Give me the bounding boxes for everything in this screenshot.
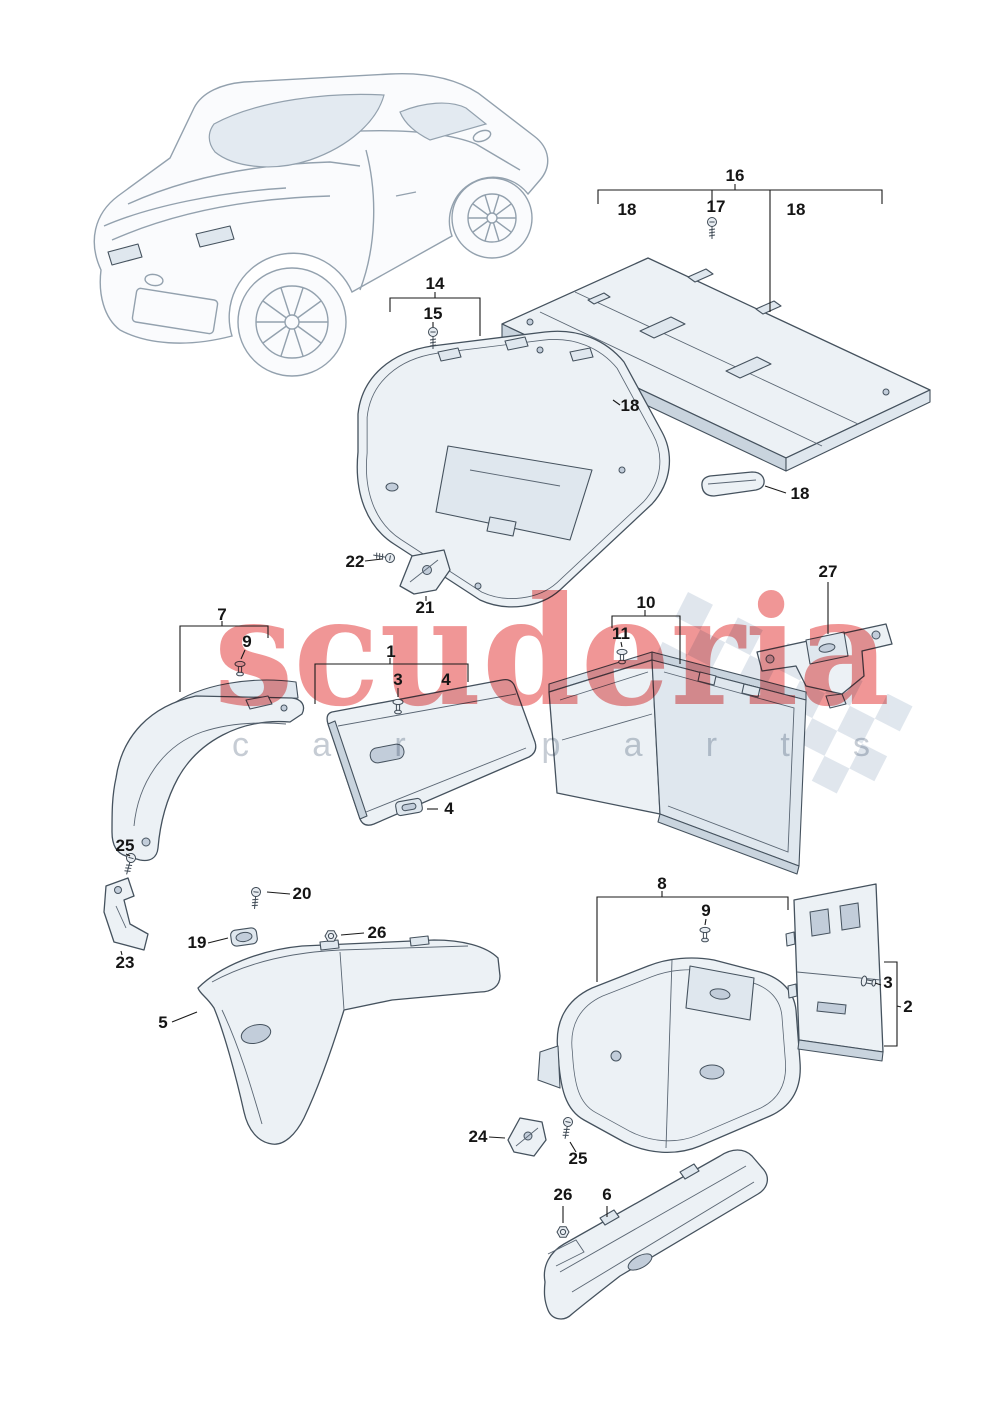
- callout-6: 6: [602, 1185, 611, 1204]
- callout-19: 19: [188, 933, 207, 952]
- callout-15: 15: [424, 304, 443, 323]
- callout-1: 1: [386, 642, 395, 661]
- callout-labels: 16 18 17 18 14 15 18 18 22 21 7 9 27 10 …: [116, 166, 913, 1204]
- callout-9a: 9: [242, 632, 251, 651]
- car-taillight-right: [195, 225, 235, 248]
- watermark-brand-text: scuderia: [214, 564, 890, 740]
- callout-26b: 26: [554, 1185, 573, 1204]
- car-body: [93, 72, 549, 344]
- bracket-part-21: [399, 549, 451, 595]
- callout-16: 16: [726, 166, 745, 185]
- screw-part-17: [707, 217, 717, 240]
- car-mirror: [472, 129, 492, 143]
- callout-25b: 25: [569, 1149, 588, 1168]
- callout-lines: [120, 184, 902, 1223]
- callout-14: 14: [426, 274, 445, 293]
- callout-3a: 3: [393, 670, 402, 689]
- car-emblem: [144, 273, 164, 287]
- callout-18d: 18: [791, 484, 810, 503]
- callout-21: 21: [416, 598, 435, 617]
- callout-4b: 4: [444, 799, 454, 818]
- partition-panel-10: [548, 651, 807, 875]
- callout-18b: 18: [787, 200, 806, 219]
- callout-11: 11: [612, 624, 630, 643]
- callout-22: 22: [346, 552, 365, 571]
- luggage-side-trim-8: [537, 957, 801, 1154]
- callout-24: 24: [469, 1127, 488, 1146]
- callout-18a: 18: [618, 200, 637, 219]
- callout-7: 7: [217, 605, 226, 624]
- car-license-plate: [131, 287, 219, 335]
- screw-part-25b: [560, 1116, 574, 1141]
- callout-20: 20: [293, 884, 312, 903]
- callout-10: 10: [637, 593, 656, 612]
- sill-trim-6: [543, 1149, 769, 1320]
- car-taillight-left: [107, 243, 143, 266]
- clip-part-4: [395, 797, 423, 817]
- side-member-trim-5: [197, 935, 501, 1145]
- screw-part-20: [249, 886, 262, 910]
- car-side-window: [399, 102, 488, 141]
- nut-part-26b: [556, 1226, 570, 1238]
- bracket-part-23: [103, 877, 149, 951]
- car-front-wheel: [451, 177, 533, 259]
- callout-3b: 3: [883, 973, 892, 992]
- callout-25a: 25: [116, 836, 135, 855]
- callout-18c: 18: [621, 396, 640, 415]
- callout-4a: 4: [441, 670, 451, 689]
- boot-lid-trim-14: [356, 330, 671, 608]
- wheel-arch-trim-7: [111, 679, 305, 862]
- trim-panel-2: [785, 883, 884, 1062]
- bracket-part-24: [507, 1117, 547, 1157]
- screw-part-22: [371, 550, 396, 564]
- grommet-part-19: [230, 927, 258, 947]
- trim-strip-18-right: [701, 471, 765, 497]
- nut-part-26a: [324, 930, 338, 942]
- clip-part-9b: [699, 926, 711, 943]
- callout-5: 5: [158, 1013, 167, 1032]
- callout-8: 8: [657, 874, 666, 893]
- car-rear-wheel: [237, 267, 347, 377]
- callout-23: 23: [116, 953, 135, 972]
- callout-9b: 9: [701, 901, 710, 920]
- bracket-27: [756, 623, 893, 709]
- callout-26a: 26: [368, 923, 387, 942]
- callout-2: 2: [903, 997, 912, 1016]
- callout-27: 27: [819, 562, 838, 581]
- callout-17: 17: [707, 197, 726, 216]
- car-illustration: [93, 72, 549, 377]
- trim-panel-1: [326, 679, 537, 826]
- car-rear-window: [208, 93, 385, 168]
